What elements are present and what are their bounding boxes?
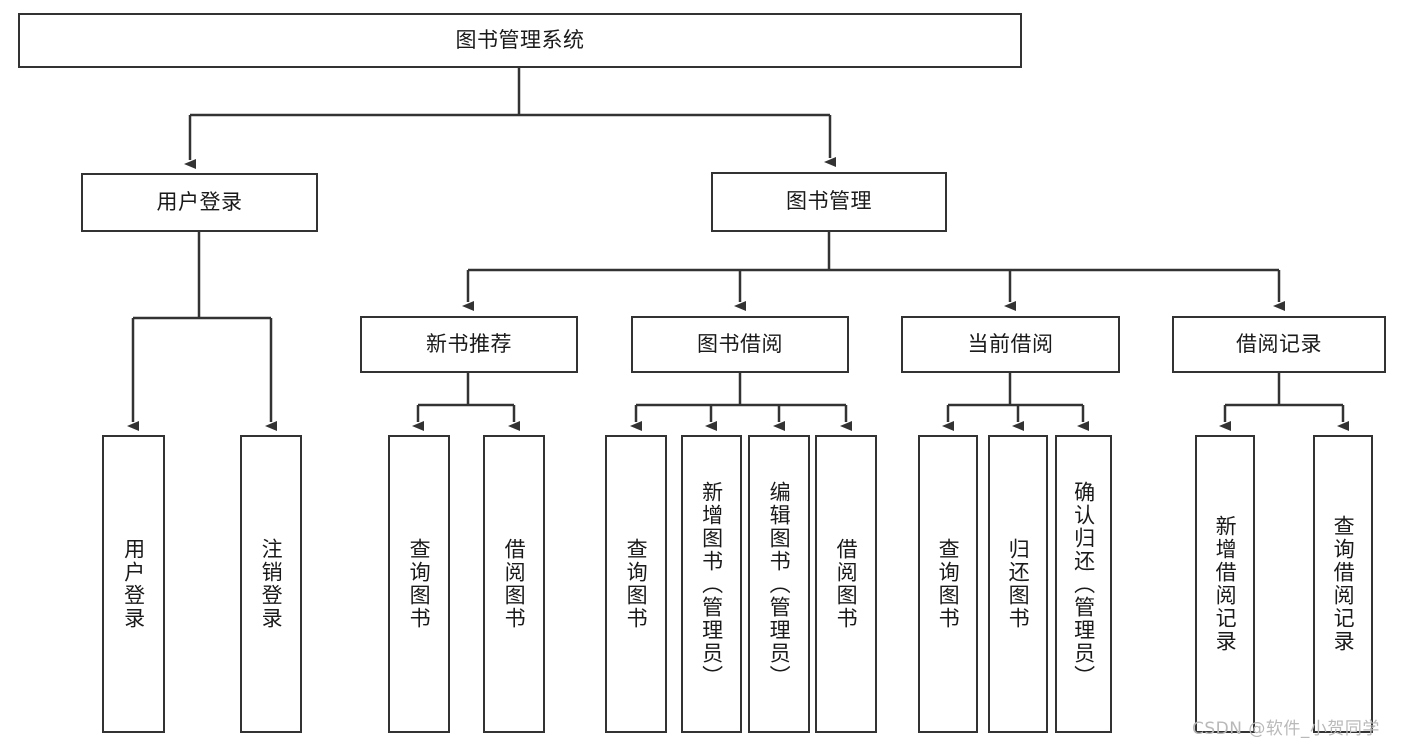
leaf-logout[interactable]: 注销登录	[240, 435, 302, 733]
csdn-watermark: CSDN @软件_小贺同学	[1192, 719, 1380, 739]
node-label: 编辑图书（管理员）	[767, 480, 792, 688]
leaf-add-borrowing-record[interactable]: 新增借阅记录	[1195, 435, 1255, 733]
node-label: 借阅图书	[834, 538, 859, 630]
leaf-query-books-current[interactable]: 查询图书	[918, 435, 978, 733]
node-label: 新增借阅记录	[1213, 515, 1238, 653]
node-label: 用户登录	[121, 538, 146, 630]
node-label: 查询图书	[624, 538, 649, 630]
node-borrowing-records[interactable]: 借阅记录	[1172, 316, 1386, 373]
leaf-query-books-borrowing[interactable]: 查询图书	[605, 435, 667, 733]
node-label: 新增图书（管理员）	[699, 480, 724, 688]
node-user-login[interactable]: 用户登录	[81, 173, 318, 232]
node-label: 新书推荐	[426, 331, 512, 356]
leaf-query-books-new-recommendation[interactable]: 查询图书	[388, 435, 450, 733]
leaf-borrow-books-borrowing[interactable]: 借阅图书	[815, 435, 877, 733]
node-new-book-recommendation[interactable]: 新书推荐	[360, 316, 578, 373]
leaf-user-login[interactable]: 用户登录	[102, 435, 165, 733]
leaf-return-books[interactable]: 归还图书	[988, 435, 1048, 733]
node-label: 注销登录	[259, 538, 284, 630]
node-book-borrowing[interactable]: 图书借阅	[631, 316, 849, 373]
node-current-borrowing[interactable]: 当前借阅	[901, 316, 1120, 373]
node-root-book-management-system[interactable]: 图书管理系统	[18, 13, 1022, 68]
node-label: 图书借阅	[697, 331, 783, 356]
node-label: 借阅图书	[502, 538, 527, 630]
leaf-borrow-books-new-recommendation[interactable]: 借阅图书	[483, 435, 545, 733]
node-label: 查询图书	[407, 538, 432, 630]
node-label: 当前借阅	[967, 331, 1054, 356]
node-label: 图书管理系统	[455, 27, 585, 52]
leaf-confirm-return-admin[interactable]: 确认归还（管理员）	[1055, 435, 1112, 733]
node-label: 归还图书	[1006, 538, 1031, 630]
node-label: 查询图书	[936, 538, 961, 630]
leaf-edit-book-admin[interactable]: 编辑图书（管理员）	[748, 435, 810, 733]
node-label: 确认归还（管理员）	[1071, 480, 1096, 688]
leaf-query-borrowing-record[interactable]: 查询借阅记录	[1313, 435, 1373, 733]
node-label: 图书管理	[786, 189, 872, 214]
node-book-management[interactable]: 图书管理	[711, 172, 947, 232]
node-label: 用户登录	[156, 189, 243, 214]
leaf-add-book-admin[interactable]: 新增图书（管理员）	[681, 435, 742, 733]
node-label: 查询借阅记录	[1331, 515, 1356, 653]
node-label: 借阅记录	[1236, 331, 1322, 356]
